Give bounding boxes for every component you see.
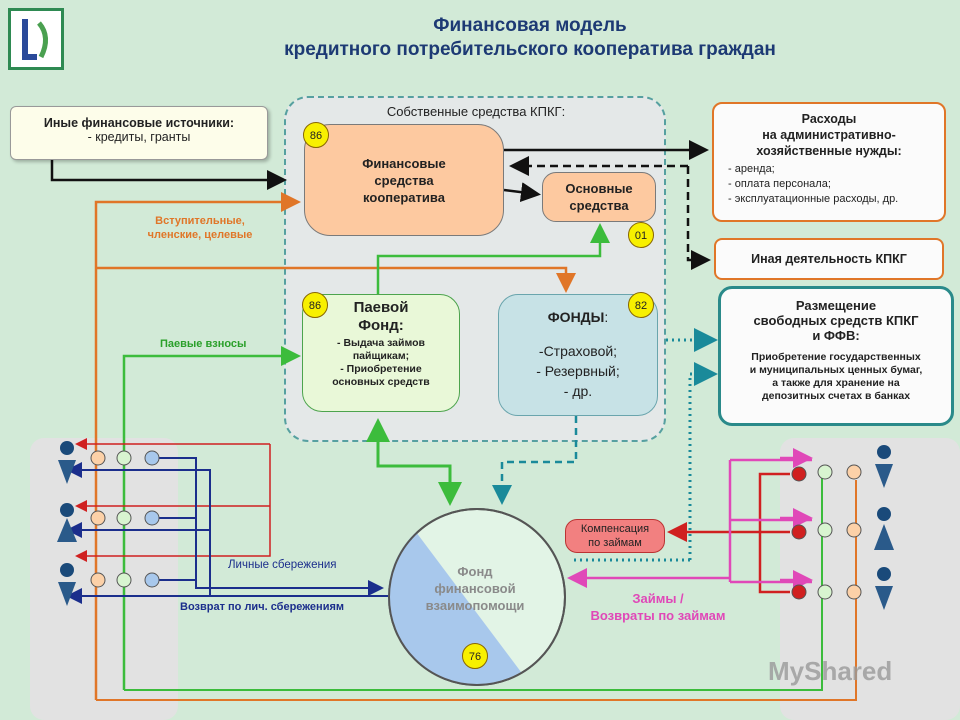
placement-box: Размещение свободных средств КПКГ и ФФВ:… [718, 286, 954, 426]
entry-fees-line-1: Вступительные, [155, 215, 245, 227]
expenses-line-1: Расходы [801, 112, 857, 126]
compensation-line-1: Компенсация [580, 523, 650, 535]
mutual-fund-badge: 76 [462, 643, 488, 669]
mutual-fund-circle [387, 508, 566, 686]
loans-line-1: Займы / [632, 591, 684, 606]
mutual-fund-text: Фонд финансовой взаимопомощи [400, 563, 550, 614]
page-title: Финансовая модель кредитного потребитель… [130, 14, 930, 62]
funds-badge: 82 [628, 292, 654, 318]
funds-item-2: - Резервный; [536, 363, 620, 379]
financial-funds-box: Финансовые средства кооператива [304, 124, 504, 236]
financial-funds-line-1: Финансовые [362, 156, 446, 171]
personal-savings-label: Личные сбережения [228, 559, 337, 571]
funds-item-1: -Страховой; [538, 343, 618, 359]
share-fund-title-2: Фонд: [358, 317, 404, 334]
entry-fees-line-2: членские, целевые [147, 229, 253, 241]
expenses-item-2: - оплата персонала; [728, 178, 831, 190]
logo [8, 8, 64, 70]
funds-item-3: - др. [563, 383, 593, 399]
placement-line-1: Размещение [795, 298, 877, 313]
entry-fees-label: Вступительные, членские, целевые [120, 214, 280, 242]
share-contrib-label: Паевые взносы [160, 338, 247, 350]
other-sources-title: Иные финансовые источники: [43, 116, 235, 130]
return-savings-label: Возврат по лич. сбережениям [180, 601, 345, 613]
member-icon [874, 507, 894, 550]
fixed-assets-badge: 01 [628, 222, 654, 248]
watermark: MyShared [768, 656, 893, 686]
own-funds-title: Собственные средства КПКГ: [386, 104, 566, 119]
compensation-box: Компенсация по займам [565, 519, 665, 553]
expenses-line-2: на административно- [762, 128, 896, 142]
placement-desc-2: и муниципальных ценных бумаг, [749, 364, 923, 376]
placement-line-2: свободных средств КПКГ [753, 313, 919, 328]
share-fund-badge: 86 [302, 292, 328, 318]
placement-desc-4: депозитных счетах в банках [761, 390, 911, 402]
right-members [791, 445, 894, 610]
other-activity-box: Иная деятельность КПКГ [714, 238, 944, 280]
expenses-box: Расходы на административно- хозяйственны… [712, 102, 946, 222]
title-line-1: Финансовая модель [433, 15, 627, 36]
financial-funds-badge: 86 [303, 122, 329, 148]
loans-line-2: Возвраты по займам [590, 608, 726, 623]
member-icon [875, 567, 893, 610]
member-icon [875, 445, 893, 488]
share-fund-box: Паевой Фонд: - Выдача займов пайщикам; -… [302, 294, 460, 412]
share-fund-item-1b: пайщикам; [352, 350, 410, 362]
fixed-assets-line-1: Основные [565, 181, 633, 196]
member-icon [58, 441, 76, 484]
other-sources-box: Иные финансовые источники: - кредиты, гр… [10, 106, 268, 160]
loans-label: Займы / Возвраты по займам [570, 590, 746, 624]
share-fund-item-2b: основных средств [332, 376, 430, 388]
expenses-item-1: - аренда; [728, 163, 775, 175]
financial-funds-line-2: средства [374, 173, 434, 188]
title-line-2: кредитного потребительского кооператива … [284, 39, 776, 60]
placement-line-3: и ФФВ: [812, 328, 860, 343]
left-members [57, 441, 160, 606]
other-sources-item: - кредиты, гранты [87, 130, 191, 144]
mutual-fund-line-2: финансовой [434, 581, 516, 596]
mutual-fund-line-1: Фонд [457, 564, 493, 579]
member-icon [58, 563, 76, 606]
share-fund-item-1: - Выдача займов [337, 337, 425, 349]
share-fund-item-2: - Приобретение [340, 363, 422, 375]
fixed-assets-box: Основные средства [542, 172, 656, 222]
placement-desc-1: Приобретение государственных [751, 351, 921, 363]
share-fund-title-1: Паевой [353, 299, 409, 316]
fixed-assets-line-2: средства [569, 198, 629, 213]
placement-desc-3: а также для хранение на [772, 377, 900, 389]
member-icon [57, 503, 77, 542]
financial-funds-line-3: кооператива [363, 190, 445, 205]
expenses-item-3: - эксплуатационные расходы, др. [728, 193, 899, 205]
mutual-fund-line-3: взаимопомощи [425, 598, 525, 613]
funds-title: ФОНДЫ [547, 309, 605, 325]
expenses-line-3: хозяйственные нужды: [756, 144, 902, 158]
compensation-line-2: по займам [588, 537, 642, 549]
funds-colon: : [604, 309, 609, 325]
